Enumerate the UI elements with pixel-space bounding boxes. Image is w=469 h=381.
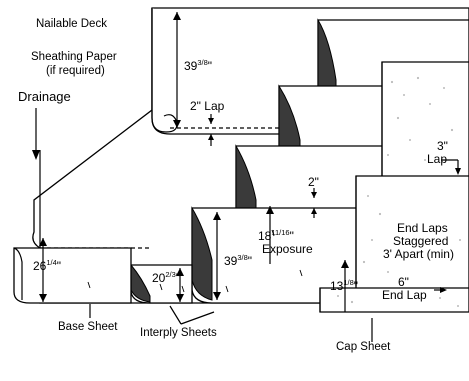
dim-2-lap-top [208,114,214,146]
dim-13-18 [341,260,349,312]
label-staggered: Staggered [393,234,448,248]
dim-text-lap: Lap [427,152,447,166]
label-interply-sheets: Interply Sheets [140,327,217,339]
drainage-arrow [32,108,40,160]
label-apart-min: 3' Apart (min) [383,247,454,261]
dim-26-14 [39,238,47,302]
label-nailable-deck: Nailable Deck [36,18,107,30]
label-sheathing-paper: Sheathing Paper [31,51,117,63]
flap-fourth [191,206,213,301]
label-cap-sheet: Cap Sheet [336,341,391,353]
dim-text-2-mid: 2" [308,175,319,189]
dim-text-13-18: 131/8" [330,278,358,293]
cap-sheet-upper [381,61,469,185]
base-sheet-block [13,247,132,304]
label-end-laps: End Laps [397,221,448,235]
dim-text-39-38-top: 393/8" [184,58,212,73]
dim-text-3: 3" [437,139,448,153]
dim-39-38-mid [213,212,221,300]
dim-text-18-exposure: 1811/16" [258,228,294,243]
dim-text-exposure: Exposure [262,242,313,256]
dim-text-20-23: 202/3" [152,270,180,285]
label-if-required: (if required) [46,65,105,77]
label-end-lap: End Lap [382,288,427,302]
cap-sheet-lower [319,287,469,313]
nail-marks [87,229,303,293]
dim-text-2-lap-top: 2" Lap [190,99,225,113]
dim-6-end-lap [434,287,447,293]
dim-text-26-14: 261/4" [33,258,61,273]
dim-3-lap [441,159,461,175]
granule-texture [337,76,461,307]
dim-39-38-top [173,12,181,128]
dim-text-6: 6" [398,275,409,289]
cap-sheet-middle [355,175,469,291]
label-drainage: Drainage [18,89,71,104]
interply-leader [169,305,215,325]
dim-2-mid [311,188,317,218]
flap-lower-left [130,263,151,303]
dim-18-exposure [266,206,274,264]
dim-20-23 [176,268,184,302]
label-base-sheet: Base Sheet [58,321,118,333]
dim-text-39-38-mid: 393/8" [224,253,252,268]
